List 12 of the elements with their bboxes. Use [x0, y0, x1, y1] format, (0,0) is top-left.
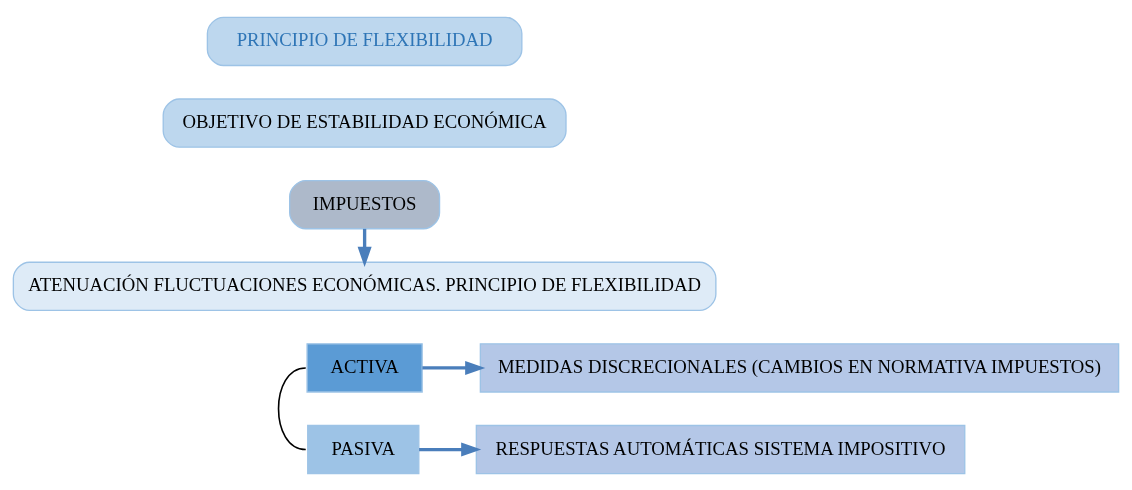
- arrow: [419, 442, 482, 457]
- node-box: IMPUESTOS: [289, 179, 441, 229]
- arrow: [422, 360, 486, 375]
- node-box: ACTIVA: [306, 342, 423, 393]
- connector: [277, 366, 307, 450]
- node-box: MEDIDAS DISCRECIONALES (CAMBIOS EN NORMATIVA IMPUESTOS): [479, 342, 1120, 393]
- node-box: PRINCIPIO DE FLEXIBILIDAD: [206, 16, 523, 66]
- arrow: [357, 228, 372, 267]
- node-box: RESPUESTAS AUTOMÁTICAS SISTEMA IMPOSITIVO: [475, 424, 966, 474]
- node-box: OBJETIVO DE ESTABILIDAD ECONÓMICA: [162, 97, 567, 148]
- node-box: PASIVA: [307, 424, 420, 474]
- node-box: ATENUACIÓN FLUCTUACIONES ECONÓMICAS. PRINCIPIO DE FLEXIBILIDAD: [12, 261, 717, 311]
